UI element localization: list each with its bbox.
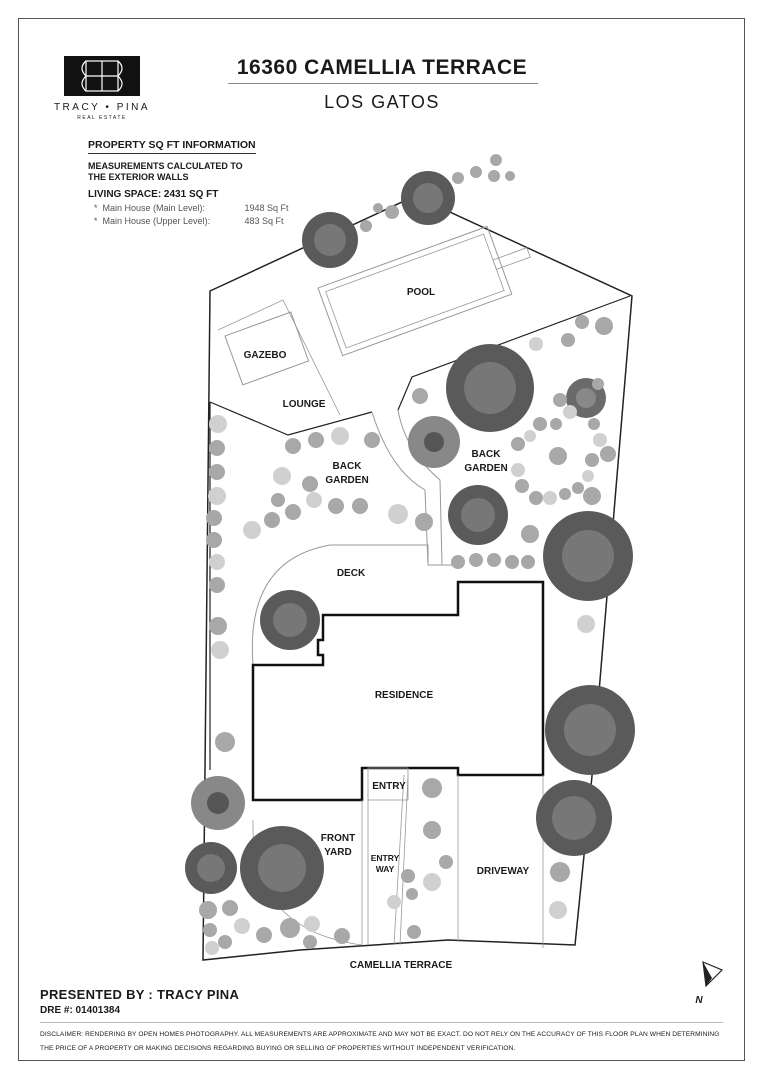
sqft-info-heading: PROPERTY SQ FT INFORMATION xyxy=(88,139,256,154)
label-driveway: DRIVEWAY xyxy=(477,866,530,877)
garden-path xyxy=(371,411,429,566)
disclaimer: DISCLAIMER: RENDERING BY OPEN HOMES PHOT… xyxy=(40,1031,720,1052)
label-front-yard: FRONT xyxy=(321,833,355,844)
tree-icon xyxy=(260,590,320,650)
page-title: 16360 CAMELLIA TERRACE xyxy=(236,56,528,79)
tree-icon xyxy=(302,212,358,268)
pool xyxy=(317,225,513,357)
label-lounge: LOUNGE xyxy=(283,399,326,410)
garden-boundary xyxy=(397,295,631,411)
tree-icon xyxy=(545,685,635,775)
page-border xyxy=(18,18,745,1061)
property-boundary xyxy=(202,195,633,961)
entry-way xyxy=(361,774,409,946)
presented-by: PRESENTED BY : TRACY PINA xyxy=(40,987,240,1002)
brand-logo: TRACY • PINA REAL ESTATE xyxy=(46,52,158,124)
label-back-garden-left: GARDEN xyxy=(325,475,368,486)
label-gazebo: GAZEBO xyxy=(244,350,287,361)
tree-icon xyxy=(240,826,324,910)
label-front-yard: YARD xyxy=(324,847,351,858)
tree-icon xyxy=(448,485,508,545)
entry xyxy=(367,767,409,801)
label-entry-way: ENTRY xyxy=(371,853,400,863)
north-arrow-icon: N xyxy=(695,961,724,1006)
title-divider xyxy=(228,83,538,84)
gazebo xyxy=(224,311,310,386)
page-subtitle: LOS GATOS xyxy=(324,92,440,112)
label-back-garden-right: GARDEN xyxy=(464,463,507,474)
label-back-garden-left: BACK xyxy=(333,461,363,472)
logo-name: TRACY • PINA xyxy=(53,102,151,113)
deck-outline xyxy=(251,544,458,666)
living-space-total: LIVING SPACE: 2431 SQ FT xyxy=(88,189,219,200)
tree-icon xyxy=(543,511,633,601)
sqft-info-note: MEASUREMENTS CALCULATED TO THE EXTERIOR … xyxy=(88,161,243,182)
shrub-group xyxy=(199,154,616,955)
palm-icon xyxy=(191,776,245,830)
label-entry: ENTRY xyxy=(372,781,406,792)
label-pool: POOL xyxy=(407,287,435,298)
label-deck: DECK xyxy=(337,568,366,579)
tree-icon xyxy=(446,344,534,432)
label-back-garden-right: BACK xyxy=(472,449,502,460)
label-residence: RESIDENCE xyxy=(375,690,434,701)
north-label: N xyxy=(695,995,703,1006)
lounge-boundary xyxy=(209,401,373,436)
label-entry-way: WAY xyxy=(376,864,395,874)
footer-divider xyxy=(40,1022,723,1023)
sqft-item: * Main House (Upper Level):483 Sq Ft xyxy=(94,216,284,226)
dre-number: DRE #: 01401384 xyxy=(40,1005,121,1016)
tree-icon xyxy=(536,780,612,856)
logo-monogram-icon xyxy=(64,56,140,96)
palm-icon xyxy=(408,416,460,468)
gazebo-deck xyxy=(217,299,341,416)
tree-icon xyxy=(401,171,455,225)
residence xyxy=(251,580,545,802)
logo-tagline: REAL ESTATE xyxy=(77,115,127,121)
driveway xyxy=(457,775,544,948)
label-street: CAMELLIA TERRACE xyxy=(350,960,453,971)
pool-step xyxy=(492,247,531,270)
tree-icon xyxy=(185,842,237,894)
sqft-item: * Main House (Main Level):1948 Sq Ft xyxy=(94,203,289,213)
sqft-info-panel: PROPERTY SQ FT INFORMATION MEASUREMENTS … xyxy=(88,135,348,226)
